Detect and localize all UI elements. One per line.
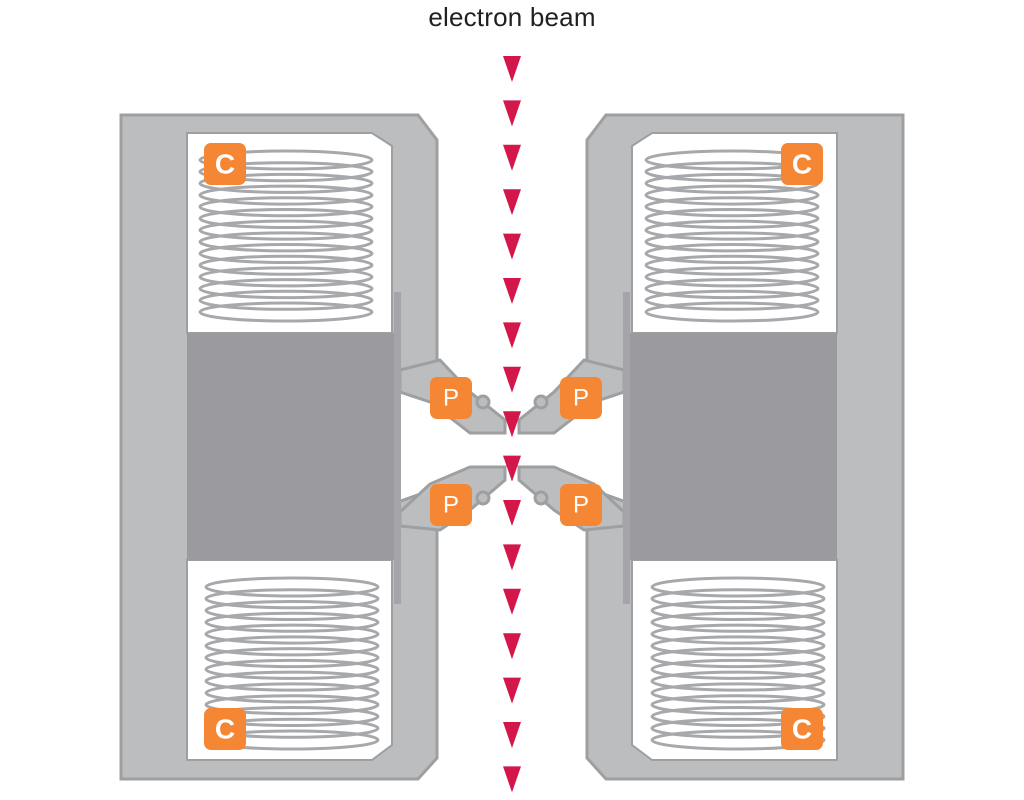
beam-arrow (503, 278, 521, 304)
coil-badge-bottom-left: C (204, 708, 246, 750)
coil-winding (198, 301, 374, 323)
beam-arrow (503, 322, 521, 349)
coil-winding (204, 588, 380, 610)
beam-arrow (503, 544, 521, 571)
coil-winding (644, 266, 820, 288)
coil-winding (644, 278, 820, 300)
coil-winding (204, 658, 380, 680)
beam-arrow (503, 411, 521, 438)
coil-winding (650, 588, 826, 610)
coil-winding (198, 266, 374, 288)
pole-piece-label: P (443, 385, 459, 412)
coil-badge-bottom-right: C (781, 708, 823, 750)
pole-piece-label: P (443, 492, 459, 519)
pole-piece-label: P (573, 492, 589, 519)
coil-winding (650, 600, 826, 622)
coil-winding (198, 149, 374, 171)
beam-arrow (503, 144, 521, 171)
pole-badge-lower-left: P (430, 484, 472, 526)
coil-winding (644, 231, 820, 253)
beam-arrow (503, 677, 521, 704)
beam-arrow (503, 633, 521, 660)
coil-winding (198, 278, 374, 300)
right-core (630, 333, 837, 560)
coil-winding (650, 682, 826, 704)
coil-winding (650, 647, 826, 669)
coil-winding (204, 694, 380, 716)
coil-winding (644, 289, 820, 311)
coil-winding (650, 635, 826, 657)
coil-winding (204, 623, 380, 645)
coil-winding (198, 196, 374, 218)
coil-winding (204, 576, 380, 598)
coil-winding (644, 207, 820, 229)
coil-label: C (792, 714, 812, 745)
beam-arrow (503, 189, 521, 216)
coil-label: C (792, 149, 812, 180)
beam-arrow (503, 455, 521, 482)
coil-winding (644, 243, 820, 265)
coil-badge-top-right: C (781, 143, 823, 185)
coil-winding (198, 243, 374, 265)
coil-winding (644, 301, 820, 323)
coil-winding (644, 254, 820, 276)
pole-piece-label: P (573, 385, 589, 412)
beam-arrow (503, 100, 521, 127)
coil-winding (204, 600, 380, 622)
beam-arrow (503, 56, 521, 82)
coil-winding (650, 717, 826, 739)
coil-winding (204, 670, 380, 692)
beam-arrow (503, 500, 521, 526)
coil-winding (650, 670, 826, 692)
coil-winding (198, 161, 374, 183)
coil-winding (650, 576, 826, 598)
beam-arrow (503, 588, 521, 615)
coil-winding (644, 219, 820, 241)
coil-winding (198, 254, 374, 276)
coil-winding (198, 231, 374, 253)
beam-arrow (503, 233, 521, 260)
badges: C C C C P P P P (204, 143, 823, 750)
coil-winding (204, 611, 380, 633)
coil-winding (198, 289, 374, 311)
coil-winding (650, 611, 826, 633)
left-upper-coil (198, 149, 374, 323)
coil-winding (198, 184, 374, 206)
diagram-title: electron beam (428, 2, 596, 32)
beam-arrow (503, 722, 521, 748)
coil-winding (204, 682, 380, 704)
pole-badge-lower-right: P (560, 484, 602, 526)
right-lower-coil (650, 576, 826, 751)
coil-label: C (215, 149, 235, 180)
beam-arrow (503, 766, 521, 793)
left-core (187, 333, 394, 560)
coil-winding (650, 658, 826, 680)
coil-winding (650, 729, 826, 751)
coil-winding (204, 635, 380, 657)
coil-winding (204, 647, 380, 669)
coil-winding (198, 172, 374, 194)
coil-badge-top-left: C (204, 143, 246, 185)
coil-winding (644, 184, 820, 206)
coil-winding (644, 196, 820, 218)
coil-winding (650, 623, 826, 645)
coil-winding (650, 694, 826, 716)
pole-badge-upper-right: P (560, 377, 602, 419)
beam-arrow (503, 366, 521, 393)
coil-winding (198, 207, 374, 229)
coil-winding (650, 705, 826, 727)
coil-label: C (215, 714, 235, 745)
pole-badge-upper-left: P (430, 377, 472, 419)
electron-beam-arrows (503, 56, 521, 793)
coil-winding (198, 219, 374, 241)
